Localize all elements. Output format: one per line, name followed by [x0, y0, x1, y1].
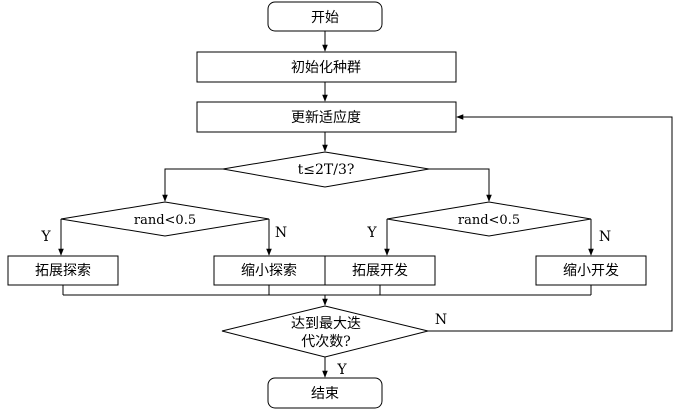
cond-rand-left-label: rand<0.5 [134, 213, 196, 228]
edge-loop-back [428, 114, 673, 332]
end-yes-label: Y [336, 362, 347, 378]
cond-rand-right-node: rand<0.5 [386, 201, 592, 237]
update-node: 更新适应度 [196, 101, 457, 133]
end-node: 结束 [267, 377, 383, 409]
right-no-label: N [599, 229, 611, 245]
cond-rand-left-node: rand<0.5 [60, 201, 270, 237]
left-yes-label: Y [40, 229, 51, 245]
start-label: 开始 [311, 10, 339, 26]
init-node: 初始化种群 [196, 51, 457, 83]
edge-cond-left [162, 168, 223, 202]
shrink-explore-node: 缩小探索 [213, 255, 326, 286]
max-iter-node: 达到最大迭 代次数? [221, 305, 429, 358]
max-iter-label-line2: 代次数? [301, 334, 351, 350]
end-label: 结束 [311, 386, 339, 402]
shrink-exploit-node: 缩小开发 [535, 255, 647, 286]
edge-cond-right [429, 168, 492, 202]
cond-rand-right-label: rand<0.5 [458, 213, 520, 228]
max-iter-label-line1: 达到最大迭 [291, 316, 361, 332]
shrink-exploit-label: 缩小开发 [563, 263, 619, 279]
expand-exploit-label: 拓展开发 [352, 263, 408, 279]
start-node: 开始 [267, 1, 383, 32]
expand-exploit-node: 拓展开发 [324, 255, 436, 286]
cond-t-label: t≤2T/3? [298, 162, 355, 178]
expand-explore-label: 拓展探索 [35, 262, 91, 279]
cond-t-node: t≤2T/3? [222, 151, 430, 188]
init-label: 初始化种群 [291, 59, 361, 76]
loop-no-label: N [435, 312, 447, 328]
left-no-label: N [275, 225, 287, 241]
right-yes-label: Y [366, 225, 377, 241]
expand-explore-node: 拓展探索 [7, 255, 119, 286]
update-label: 更新适应度 [291, 109, 361, 126]
shrink-explore-label: 缩小探索 [241, 262, 297, 279]
